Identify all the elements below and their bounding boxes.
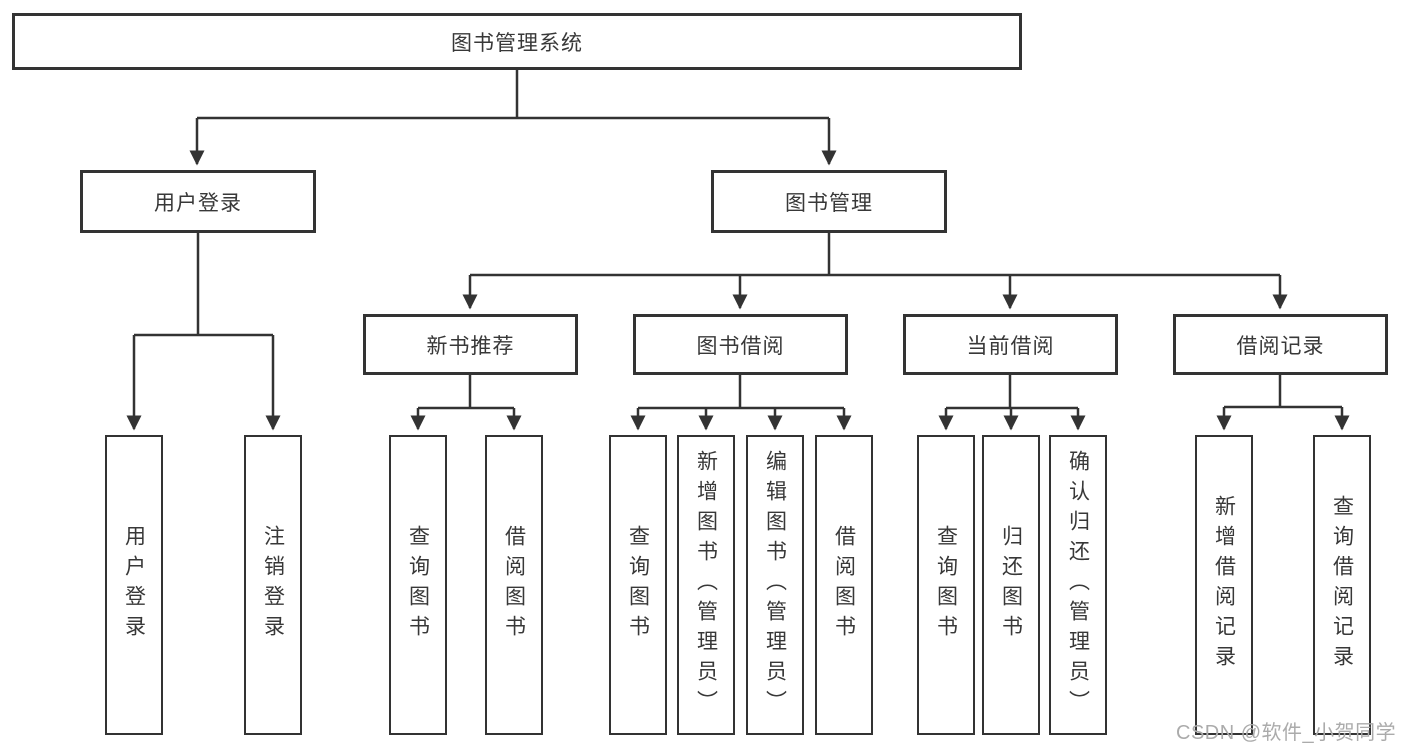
node-label: 注销登录 [261, 525, 285, 645]
node-label: 确认归还（管理员） [1066, 450, 1090, 720]
node-book-management: 图书管理 [711, 170, 947, 233]
connector-root-branch [189, 69, 837, 166]
node-label: 查询图书 [406, 525, 430, 645]
leaf-query-borrow-record: 查询借阅记录 [1313, 435, 1371, 735]
node-label: 图书借阅 [696, 334, 785, 358]
leaf-borrow-books-recommend: 借阅图书 [485, 435, 543, 735]
leaf-add-borrow-record: 新增借阅记录 [1195, 435, 1253, 735]
node-label: 借阅图书 [832, 525, 856, 645]
node-label: 借阅记录 [1236, 334, 1325, 358]
leaf-query-books-recommend: 查询图书 [389, 435, 447, 735]
connector-book-borrow-branch [630, 374, 852, 431]
node-label: 新增图书（管理员） [694, 450, 718, 720]
node-user-login: 用户登录 [80, 170, 316, 233]
node-label: 查询借阅记录 [1330, 495, 1354, 675]
node-label: 借阅图书 [502, 525, 526, 645]
node-label: 用户登录 [154, 191, 242, 215]
node-label: 新增借阅记录 [1212, 495, 1236, 675]
node-label: 用户登录 [122, 525, 146, 645]
node-borrow-records: 借阅记录 [1173, 314, 1388, 375]
leaf-edit-books-admin: 编辑图书（管理员） [746, 435, 804, 735]
leaf-borrow-books: 借阅图书 [815, 435, 873, 735]
node-label: 查询图书 [934, 525, 958, 645]
leaf-logout: 注销登录 [244, 435, 302, 735]
connector-borrow-records-branch [1216, 374, 1350, 431]
connector-current-borrow-branch [938, 374, 1086, 431]
node-current-borrow: 当前借阅 [903, 314, 1118, 375]
node-label: 当前借阅 [966, 334, 1055, 358]
connector-book-management-branch [462, 233, 1288, 310]
csdn-watermark: CSDN @软件_小贺同学 [1176, 722, 1397, 744]
node-label: 图书管理 [785, 191, 873, 215]
leaf-query-books-borrow: 查询图书 [609, 435, 667, 735]
node-label: 新书推荐 [426, 334, 515, 358]
connector-new-book-branch [410, 374, 522, 431]
leaf-confirm-return-admin: 确认归还（管理员） [1049, 435, 1107, 735]
node-label: 图书管理系统 [451, 31, 583, 55]
node-root-system: 图书管理系统 [12, 13, 1022, 70]
node-new-book-recommend: 新书推荐 [363, 314, 578, 375]
leaf-add-books-admin: 新增图书（管理员） [677, 435, 735, 735]
node-label: 归还图书 [999, 525, 1023, 645]
node-label: 查询图书 [626, 525, 650, 645]
leaf-query-books-current: 查询图书 [917, 435, 975, 735]
node-book-borrow: 图书借阅 [633, 314, 848, 375]
connector-user-login-branch [126, 233, 281, 431]
leaf-user-login: 用户登录 [105, 435, 163, 735]
leaf-return-books: 归还图书 [982, 435, 1040, 735]
node-label: 编辑图书（管理员） [763, 450, 787, 720]
